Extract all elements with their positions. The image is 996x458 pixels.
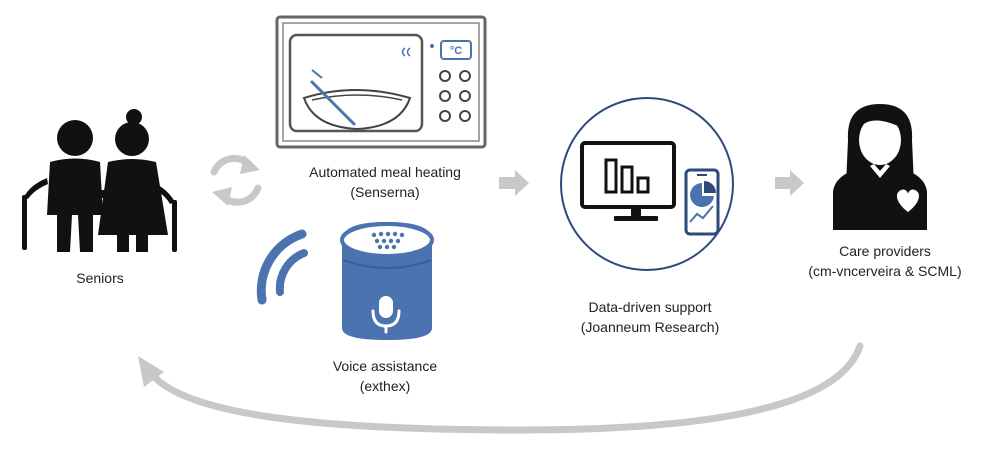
meal-heating-label-line2: (Senserna) [350,184,420,200]
voice-assistance-label-line1: Voice assistance [332,358,438,374]
care-providers-label-line1: Care providers [839,243,931,259]
data-support-label-line2: (Joanneum Research) [580,319,720,335]
flow-arrow-2 [775,170,804,196]
return-arrow-head [138,356,164,387]
microphone-icon [371,296,401,334]
care-providers-label-line2: (cm-vncerveira & SCML) [808,263,962,279]
meal-heating-label-line1: Automated meal heating [309,164,461,180]
flow-arrow-1 [499,170,529,196]
care-providers-label: Care providers (cm-vncerveira & SCML) [790,241,980,281]
voice-assistance-label: Voice assistance (exthex) [300,356,470,396]
seniors-label: Seniors [60,268,140,288]
seniors-icon [22,109,177,252]
voice-assistance-label-line2: (exthex) [359,378,411,394]
microwave-display-text: °C [450,45,462,57]
return-arrow [146,342,864,434]
data-support-label-line1: Data-driven support [588,299,712,315]
microwave-icon [275,15,487,149]
data-support-label: Data-driven support (Joanneum Research) [550,297,750,337]
seniors-label-line1: Seniors [76,270,124,286]
monitor-chart-icon [580,141,676,221]
wifi-waves-icon [256,229,308,305]
smart-speaker-icon [340,222,434,340]
care-provider-icon [833,104,927,230]
meal-heating-label: Automated meal heating (Senserna) [285,162,485,202]
phone-analytics-icon [684,168,720,236]
